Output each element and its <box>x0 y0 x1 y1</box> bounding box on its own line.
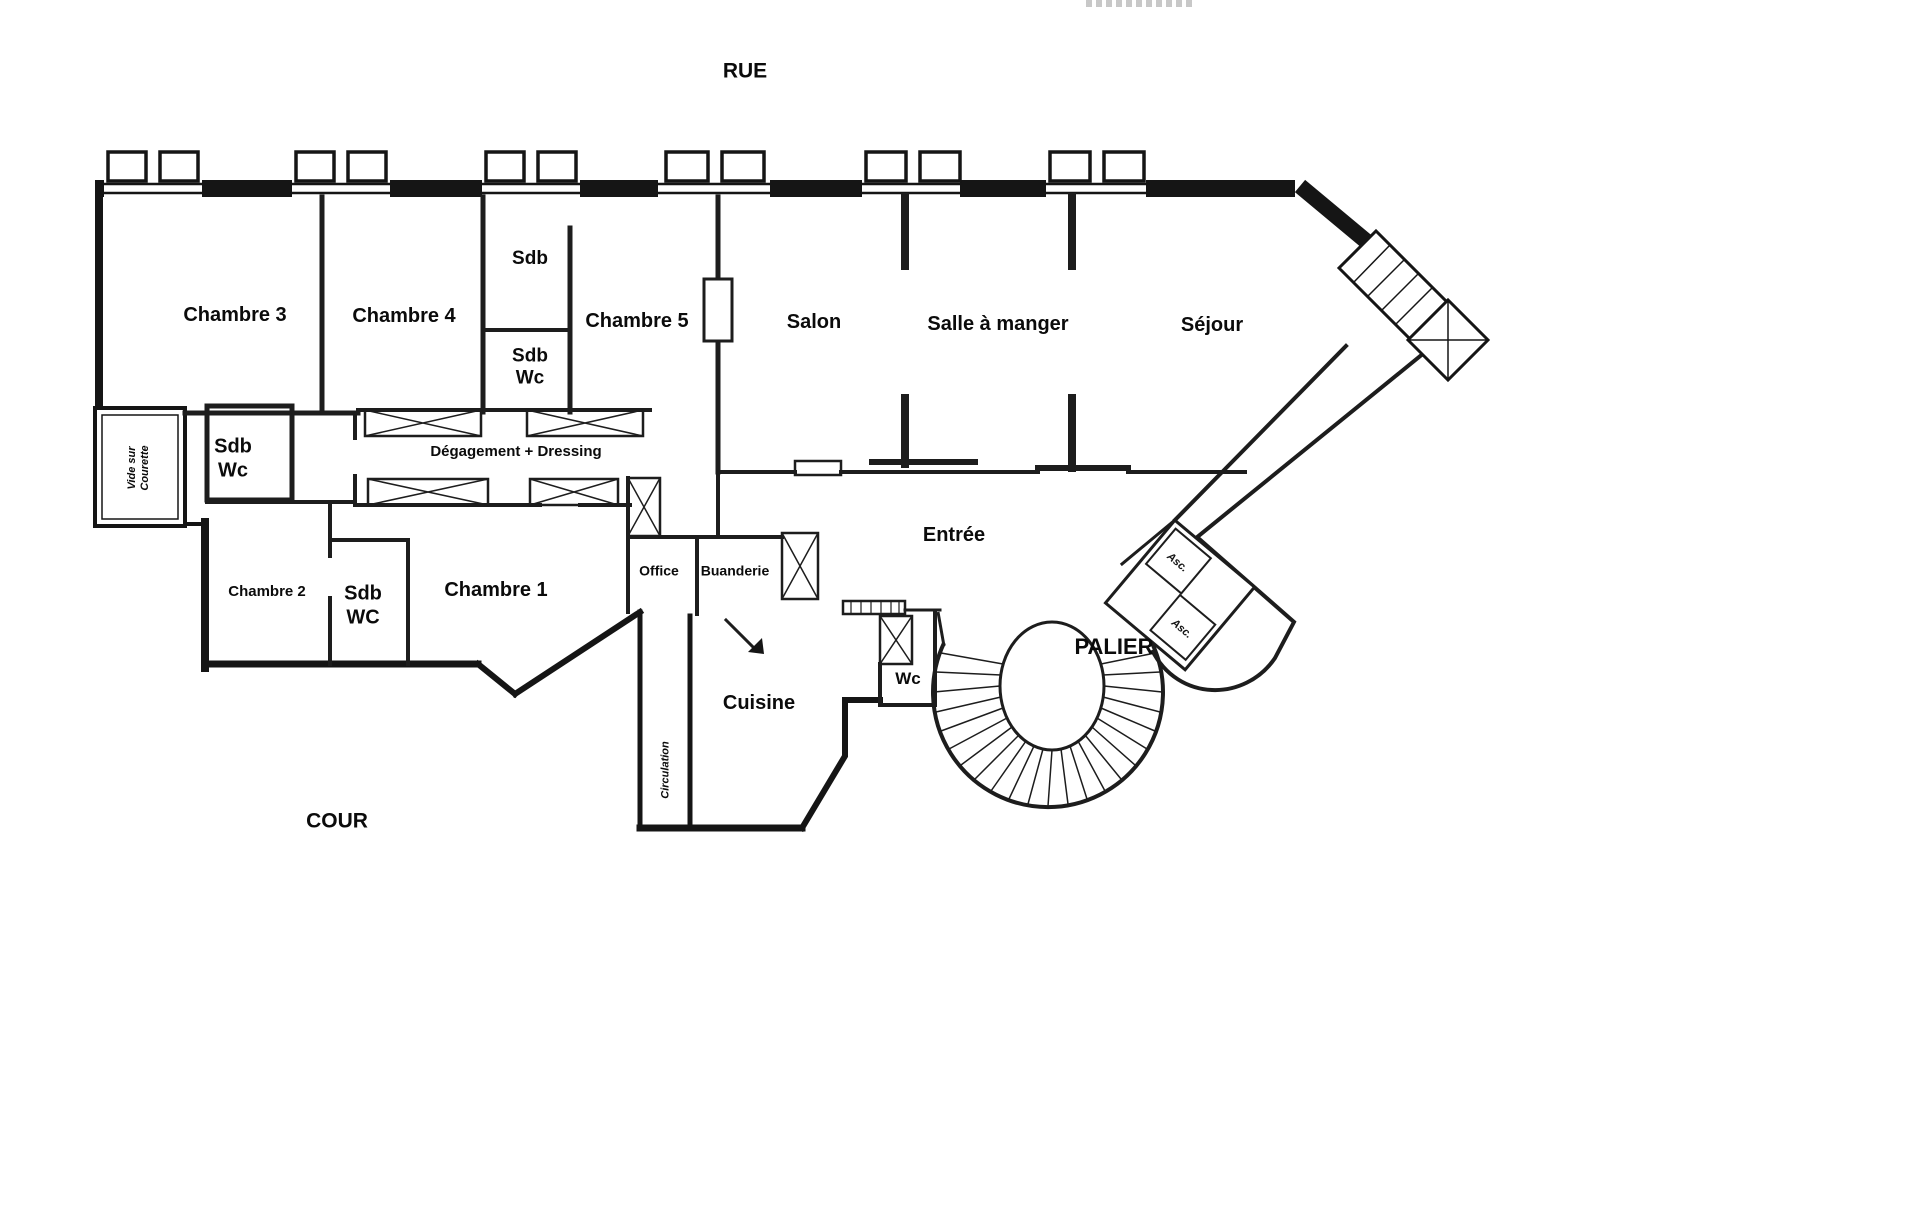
entry-boundary <box>716 459 1247 539</box>
facade-wall <box>95 180 1295 197</box>
room-label-sdb-wc-upper: Sdb Wc <box>512 346 548 391</box>
cropped-scan-text <box>1086 0 1196 7</box>
sdb-wc-lower-line1: Sdb <box>344 582 382 605</box>
room-label-chambre-5: Chambre 5 <box>585 310 689 333</box>
facade-windows <box>104 182 1146 195</box>
sdb-wc-upper-line2: Wc <box>515 368 545 389</box>
room-label-sdb-wc-lower: Sdb WC <box>344 582 382 629</box>
street-label: RUE <box>722 59 768 83</box>
dressing-closets <box>363 408 645 507</box>
room-label-chambre-3: Chambre 3 <box>183 304 287 327</box>
room-label-chambre-2: Chambre 2 <box>228 583 306 601</box>
spiral-staircase <box>931 535 1297 810</box>
outer-walls <box>95 180 883 833</box>
room-label-salle-a-manger: Salle à manger <box>927 313 1069 336</box>
light-shaft-line1: Vide sur <box>126 446 139 490</box>
room-label-entree: Entrée <box>922 524 986 547</box>
sdb-wc-left-line2: Wc <box>218 459 248 481</box>
room-label-salon: Salon <box>786 311 842 334</box>
courtyard-label: COUR <box>306 809 368 833</box>
facade-balcony-piers <box>106 150 1146 183</box>
facade-diagonal-wall <box>1294 179 1378 253</box>
room-label-sejour: Séjour <box>1180 314 1244 337</box>
corridor-label-circulation: Circulation <box>659 741 672 799</box>
right-wing-walls <box>1119 343 1427 567</box>
light-shaft-label: Vide sur Courette <box>126 445 152 490</box>
light-shaft-line2: Courette <box>139 445 151 491</box>
room-label-sdb-top: Sdb <box>512 247 548 269</box>
room-label-buanderie: Buanderie <box>700 562 770 579</box>
room-label-cuisine: Cuisine <box>722 692 796 715</box>
elevator-block: Asc. Asc. <box>1103 518 1257 672</box>
office-laundry-walls <box>626 476 820 654</box>
wc-walls <box>841 599 942 707</box>
room-label-wc: Wc <box>895 668 921 688</box>
upper-partitions <box>182 193 1131 475</box>
stair-treads <box>933 652 1163 807</box>
room-label-degagement: Dégagement + Dressing <box>430 443 602 461</box>
sdb-wc-lower-line2: WC <box>346 606 380 628</box>
room-label-palier: PALIER <box>1074 634 1154 660</box>
room-label-chambre-4: Chambre 4 <box>352 305 456 328</box>
room-label-sdb-wc-left: Sdb Wc <box>214 435 252 482</box>
room-label-chambre-1: Chambre 1 <box>444 579 548 602</box>
sdb-wc-left-line1: Sdb <box>214 435 252 458</box>
light-shaft-box <box>93 406 187 528</box>
room-label-office: Office <box>639 562 679 579</box>
lower-bedroom-walls <box>328 500 410 666</box>
bay-window <box>1336 228 1491 383</box>
sdb-wc-upper-line1: Sdb <box>512 345 548 367</box>
